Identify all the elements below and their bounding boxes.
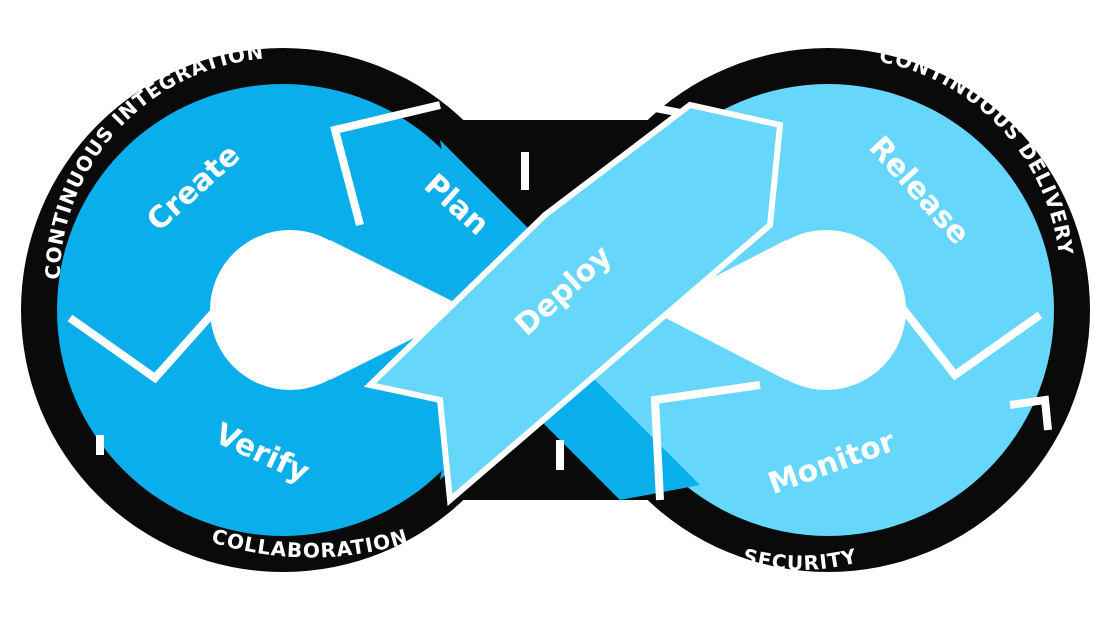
deploy-band bbox=[363, 101, 784, 507]
right-hole-tip bbox=[650, 240, 786, 380]
left-hole-tip bbox=[330, 240, 470, 380]
